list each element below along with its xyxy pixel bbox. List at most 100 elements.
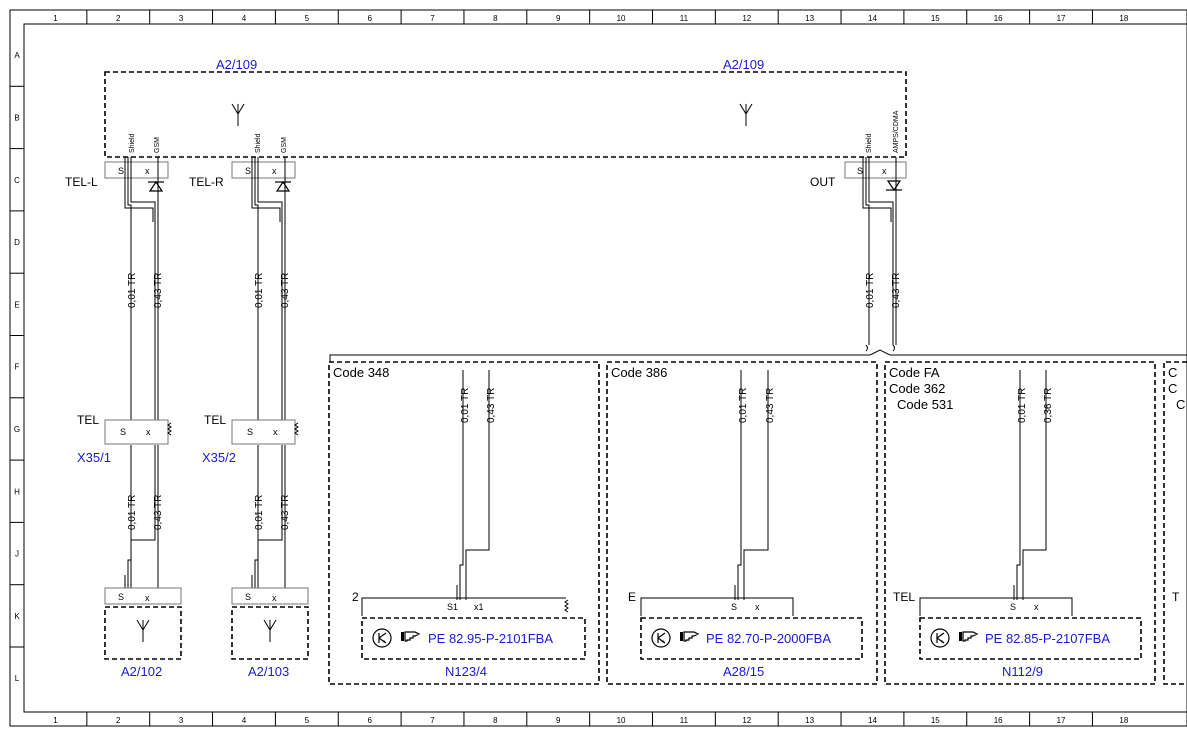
svg-text:TEL: TEL (204, 413, 226, 427)
grid-column-label: 4 (242, 716, 247, 725)
svg-text:TEL-R: TEL-R (189, 175, 224, 189)
component-label-x35-1[interactable]: X35/1 (77, 450, 111, 465)
grid-row-label: A (14, 51, 20, 60)
svg-text:x: x (272, 166, 277, 176)
document-link-pe-82-85[interactable]: PE 82.85-P-2107FBA (985, 631, 1110, 646)
svg-text:C: C (1168, 381, 1177, 396)
wire-label: 0,01 TR (865, 273, 876, 308)
antenna-icon (136, 619, 150, 643)
grid-column-label: 13 (805, 14, 814, 23)
pin-label-shield: Shield (866, 133, 873, 153)
svg-text:Code 386: Code 386 (611, 365, 667, 380)
svg-text:C: C (1176, 397, 1185, 412)
grid-column-label: 5 (305, 716, 310, 725)
component-label-n112-9[interactable]: N112/9 (1002, 664, 1043, 679)
grid-column-label: 10 (617, 14, 626, 23)
grid-column-label: 12 (742, 14, 751, 23)
wire-label: 0,36 TR (1043, 388, 1054, 423)
pin-label-shield: Shield (255, 133, 262, 153)
grid-row-label: H (14, 487, 20, 496)
component-label-x35-2[interactable]: X35/2 (202, 450, 236, 465)
svg-text:x: x (755, 602, 760, 612)
grid-column-label: 10 (617, 716, 626, 725)
component-label-a2-103[interactable]: A2/103 (248, 664, 289, 679)
antenna-a2-102: S x A2/102 (104, 587, 182, 679)
document-link-pe-82-70[interactable]: PE 82.70-P-2000FBA (706, 631, 831, 646)
grid-column-label: 9 (556, 716, 561, 725)
wire-label: 0,43 TR (280, 273, 291, 308)
reference-hand-icon (958, 631, 978, 642)
connector-tel-l: TEL-L S x (65, 161, 169, 192)
grid-column-label: 17 (1057, 14, 1066, 23)
grid-column-label: 7 (430, 716, 435, 725)
svg-text:Code 531: Code 531 (897, 397, 953, 412)
variant-code-cut-off: C C C T (1163, 361, 1187, 685)
reference-hand-icon (679, 631, 699, 642)
document-link-pe-82-95[interactable]: PE 82.95-P-2101FBA (428, 631, 553, 646)
connector-tel-r: TEL-R S x (189, 161, 296, 192)
grid-column-label: 2 (116, 14, 121, 23)
antenna-icon (739, 103, 753, 127)
antenna-a2-103: S x A2/103 (231, 587, 309, 679)
grid-column-label: 16 (994, 14, 1003, 23)
grid-row-label: K (14, 612, 20, 621)
svg-text:Code FA: Code FA (889, 365, 940, 380)
wire-label: 0,01 TR (738, 388, 749, 423)
grid-row-label: E (14, 300, 19, 309)
wire-labels: 0,01 TR 0,43 TR 0,01 TR 0,43 TR 0,01 TR … (127, 273, 902, 530)
svg-text:Code 348: Code 348 (333, 365, 389, 380)
svg-text:TEL: TEL (77, 413, 99, 427)
grid-column-label: 15 (931, 716, 940, 725)
svg-text:Code 362: Code 362 (889, 381, 945, 396)
component-label-a2-102[interactable]: A2/102 (121, 664, 162, 679)
grid-column-label: 5 (305, 14, 310, 23)
grid-column-label: 16 (994, 716, 1003, 725)
grid-column-label: 1 (53, 14, 58, 23)
svg-text:S: S (120, 427, 126, 437)
pin-label-gsm: GSM (154, 137, 161, 153)
svg-text:x: x (272, 593, 277, 603)
grid-column-label: 3 (179, 716, 184, 725)
svg-text:2: 2 (352, 590, 359, 604)
wire-label: 0,43 TR (280, 495, 291, 530)
svg-text:x: x (146, 427, 151, 437)
svg-text:x1: x1 (474, 602, 484, 612)
grid-column-label: 4 (242, 14, 247, 23)
svg-text:S: S (245, 592, 251, 602)
svg-text:x: x (145, 593, 150, 603)
wire-label: 0,01 TR (254, 273, 265, 308)
grid-column-label: 1 (53, 716, 58, 725)
svg-text:C: C (1168, 365, 1177, 380)
grid-column-label: 6 (367, 716, 372, 725)
svg-text:S1: S1 (447, 602, 458, 612)
component-label-n123-4[interactable]: N123/4 (445, 664, 487, 679)
grid-row-label: D (14, 238, 20, 247)
component-label-a2-109-left[interactable]: A2/109 (216, 57, 257, 72)
pin-label-gsm: GSM (281, 137, 288, 153)
variant-code-348: Code 348 0,01 TR 0,43 TR 2 S1 x1 PE 82.9… (328, 361, 600, 685)
svg-text:S: S (731, 602, 737, 612)
component-label-a28-15[interactable]: A28/15 (723, 664, 764, 679)
grid-column-label: 14 (868, 716, 877, 725)
antenna-icon (231, 103, 245, 127)
grid-row-label: C (14, 176, 20, 185)
svg-text:T: T (1172, 590, 1180, 604)
grid-frame: 1122334455667788991010111112121313141415… (10, 10, 1129, 726)
component-label-a2-109-right[interactable]: A2/109 (723, 57, 764, 72)
connector-out: OUT S x (810, 161, 907, 191)
control-unit-icon (930, 628, 950, 648)
pin-label-amps-cdma: AMPS/CDMA (893, 110, 900, 153)
grid-column-label: 8 (493, 14, 498, 23)
svg-text:S: S (247, 427, 253, 437)
control-unit-icon (372, 628, 392, 648)
antenna-amplifier-a2-109: A2/109 A2/109 Shield GSM Shield GSM Shie… (104, 57, 907, 158)
variant-code-fa: Code FA Code 362 Code 531 0,01 TR 0,36 T… (884, 361, 1156, 685)
wire-label: 0,01 TR (127, 495, 138, 530)
grid-column-label: 2 (116, 716, 121, 725)
coupling-x35-2: TEL S x X35/2 (202, 413, 299, 465)
pin-label-shield: Shield (129, 133, 136, 153)
wire-label: 0,43 TR (765, 388, 776, 423)
grid-column-label: 6 (367, 14, 372, 23)
grid-column-label: 7 (430, 14, 435, 23)
